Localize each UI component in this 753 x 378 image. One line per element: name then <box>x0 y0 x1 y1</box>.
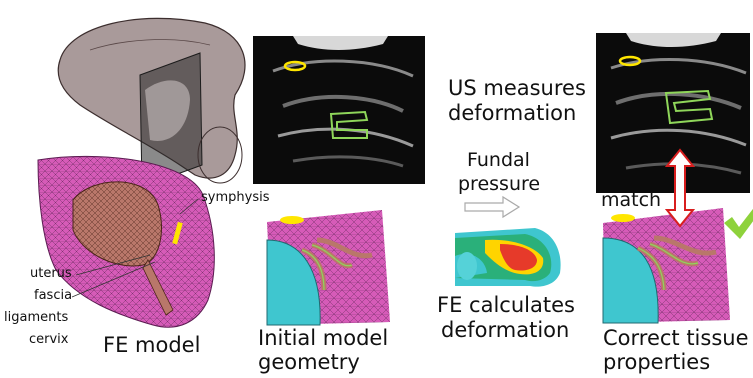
label-fe-calculates-2: deformation <box>441 318 569 343</box>
ultrasound-image-1 <box>253 36 425 184</box>
label-leader-lines <box>0 180 200 300</box>
double-headed-vertical-arrow <box>665 148 695 228</box>
label-fe-model: FE model <box>103 333 200 358</box>
label-initial-geometry-2: geometry <box>258 350 360 375</box>
fe-deformation-heatmap <box>455 228 565 288</box>
initial-geometry-mesh <box>262 210 392 325</box>
label-correct-tissue-1: Correct tissue <box>603 326 749 351</box>
label-fundal-2: pressure <box>458 172 540 196</box>
label-match: match <box>601 188 661 212</box>
label-initial-geometry-1: Initial model <box>258 326 388 351</box>
label-fundal-1: Fundal <box>467 148 530 172</box>
label-uterus: uterus <box>30 266 72 281</box>
check-mark-icon <box>722 203 753 241</box>
label-symphysis: symphysis <box>201 190 269 205</box>
outline-right-arrow <box>463 195 523 219</box>
label-ligaments: ligaments <box>4 310 68 325</box>
label-cervix: cervix <box>29 332 69 347</box>
label-fe-calculates-1: FE calculates <box>437 293 575 318</box>
label-correct-tissue-2: properties <box>603 350 710 375</box>
label-fascia: fascia <box>34 288 72 303</box>
label-us-measures-1: US measures <box>448 76 586 101</box>
label-us-measures-2: deformation <box>448 101 576 126</box>
